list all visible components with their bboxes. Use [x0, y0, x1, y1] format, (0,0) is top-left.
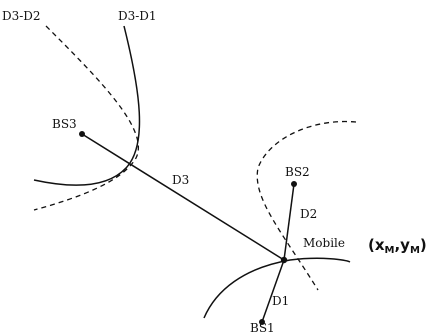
label-bs3: BS3 [52, 117, 77, 131]
label-d3: D3 [172, 173, 189, 187]
base-station-bs2 [291, 181, 297, 187]
label-d1: D1 [272, 294, 289, 308]
line-d2 [283, 183, 295, 261]
base-station-bs3 [79, 131, 85, 137]
label-mobile: Mobile [303, 236, 345, 250]
hyperbola-d3-d1-right [203, 257, 351, 319]
hyperbola-d3-d2 [33, 25, 139, 211]
label-mobile-coordinates: (xM,yM) [368, 236, 427, 256]
hyperbola-d3-d2-right [256, 120, 357, 291]
line-d3 [81, 133, 285, 261]
label-d3-d2: D3-D2 [2, 9, 41, 23]
base-station-bs1 [259, 319, 265, 325]
line-d1 [261, 259, 285, 323]
hyperbola-d3-d1 [33, 25, 141, 186]
label-d3-d1: D3-D1 [118, 9, 157, 23]
label-bs1: BS1 [250, 321, 275, 332]
mobile-point [280, 256, 288, 264]
label-bs2: BS2 [285, 165, 310, 179]
label-d2: D2 [300, 207, 317, 221]
